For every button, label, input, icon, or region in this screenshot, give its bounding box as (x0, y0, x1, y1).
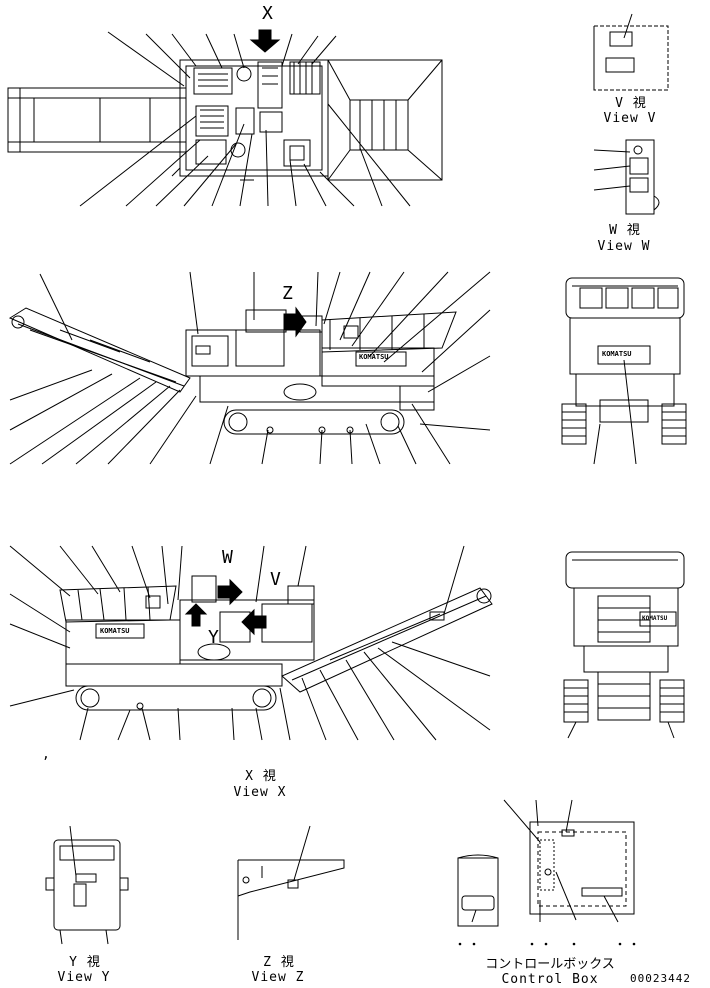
view-y-caption-en: View Y (57, 970, 111, 985)
drawing-number: 00023442 (630, 972, 691, 985)
view-z-drawing (237, 825, 345, 940)
view-z-caption-jp: Z 視 (263, 955, 295, 970)
view-y-drawing (45, 825, 129, 945)
arrow-y-letter: Y (208, 627, 220, 648)
stray-comma: , (42, 747, 51, 762)
view-w-caption-en: View W (597, 239, 651, 254)
view-v-drawing (593, 13, 669, 91)
view-z-caption-en: View Z (251, 970, 305, 985)
top-plan-view (7, 29, 443, 207)
arrow-z-letter: Z (282, 283, 294, 304)
control-box-caption-jp: コントロールボックス (485, 957, 615, 972)
view-w-caption-jp: W 視 (609, 223, 641, 238)
arrow-w-letter: W (222, 547, 234, 568)
view-w-drawing (593, 139, 660, 215)
view-y-caption-jp: Y 視 (69, 955, 101, 970)
arrow-v-letter: V (270, 569, 282, 590)
arrow-x-letter: X (262, 3, 274, 24)
right-side-view (9, 545, 493, 741)
front-view (563, 551, 685, 739)
view-x-caption-jp: X 視 (245, 769, 277, 784)
logo-rear-view: KOMATSU (602, 350, 632, 358)
rear-view (561, 277, 687, 465)
view-v-caption-en: View V (603, 111, 657, 126)
control-box-caption-en: Control Box (501, 972, 599, 987)
logo-left-side: KOMATSU (359, 353, 389, 361)
left-side-view (8, 271, 491, 465)
view-v-caption-jp: V 視 (615, 96, 647, 111)
view-x-caption-en: View X (233, 785, 287, 800)
logo-front-view: KOMATSU (642, 615, 668, 622)
logo-right-side: KOMATSU (100, 627, 130, 635)
control-box-drawing (457, 799, 636, 946)
